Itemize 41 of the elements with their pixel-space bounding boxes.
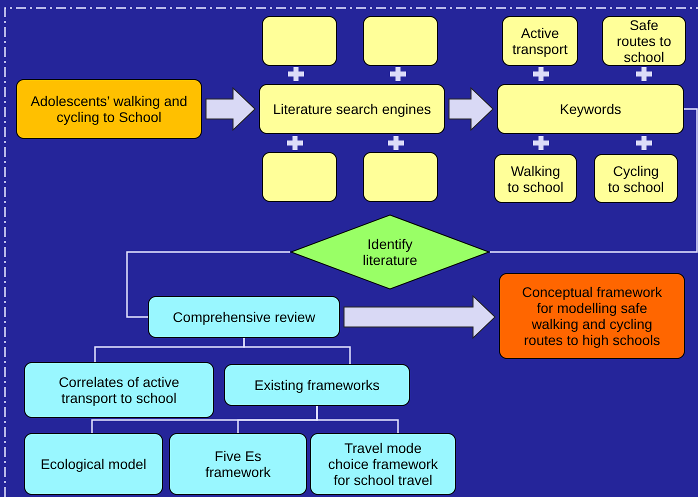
topic-box (24, 433, 163, 495)
start-box (16, 79, 202, 139)
node-text: Keywords (560, 101, 622, 117)
node-text: Identify literature (362, 236, 418, 268)
node-text: Safe routes to school (616, 17, 672, 65)
process-box (148, 296, 340, 338)
node-text: Active transport (512, 25, 568, 57)
keyword-box (502, 16, 578, 66)
connector-line (126, 251, 290, 318)
topic-box (224, 364, 410, 406)
connector-line (490, 108, 698, 253)
decision-diamond (290, 214, 490, 290)
topic-box (169, 433, 307, 495)
connector-line (316, 406, 399, 433)
connector-line (243, 338, 351, 364)
source-box (262, 16, 337, 66)
node-text: Cycling to school (607, 162, 665, 194)
node-text: Correlates of active transport to school (58, 374, 180, 406)
node-text: Adolescents’ walking and cycling to School (30, 93, 188, 125)
keyword-box (602, 16, 686, 66)
source-box (262, 152, 337, 202)
block-arrow (344, 294, 496, 340)
node-text: Walking to school (507, 162, 564, 194)
topic-box (24, 362, 214, 418)
node-text: Ecological model (40, 456, 146, 472)
result-box (499, 273, 685, 359)
block-arrow (206, 86, 256, 132)
source-box (363, 152, 438, 202)
process-box (259, 84, 445, 134)
keyword-box (494, 154, 577, 203)
source-box (363, 16, 438, 66)
process-box (497, 84, 684, 134)
keyword-box (594, 154, 678, 203)
node-text: Comprehensive review (172, 309, 316, 325)
topic-box (310, 433, 456, 495)
node-text: Conceptual framework for modelling safe walking and cycling routes to high schools (520, 284, 664, 348)
node-text: Five Es framework (204, 448, 272, 480)
node-text: Literature search engines (273, 101, 431, 117)
node-text: Travel mode choice framework for school travel (327, 440, 439, 488)
block-arrow (448, 86, 494, 132)
node-text: Existing frameworks (254, 377, 380, 393)
